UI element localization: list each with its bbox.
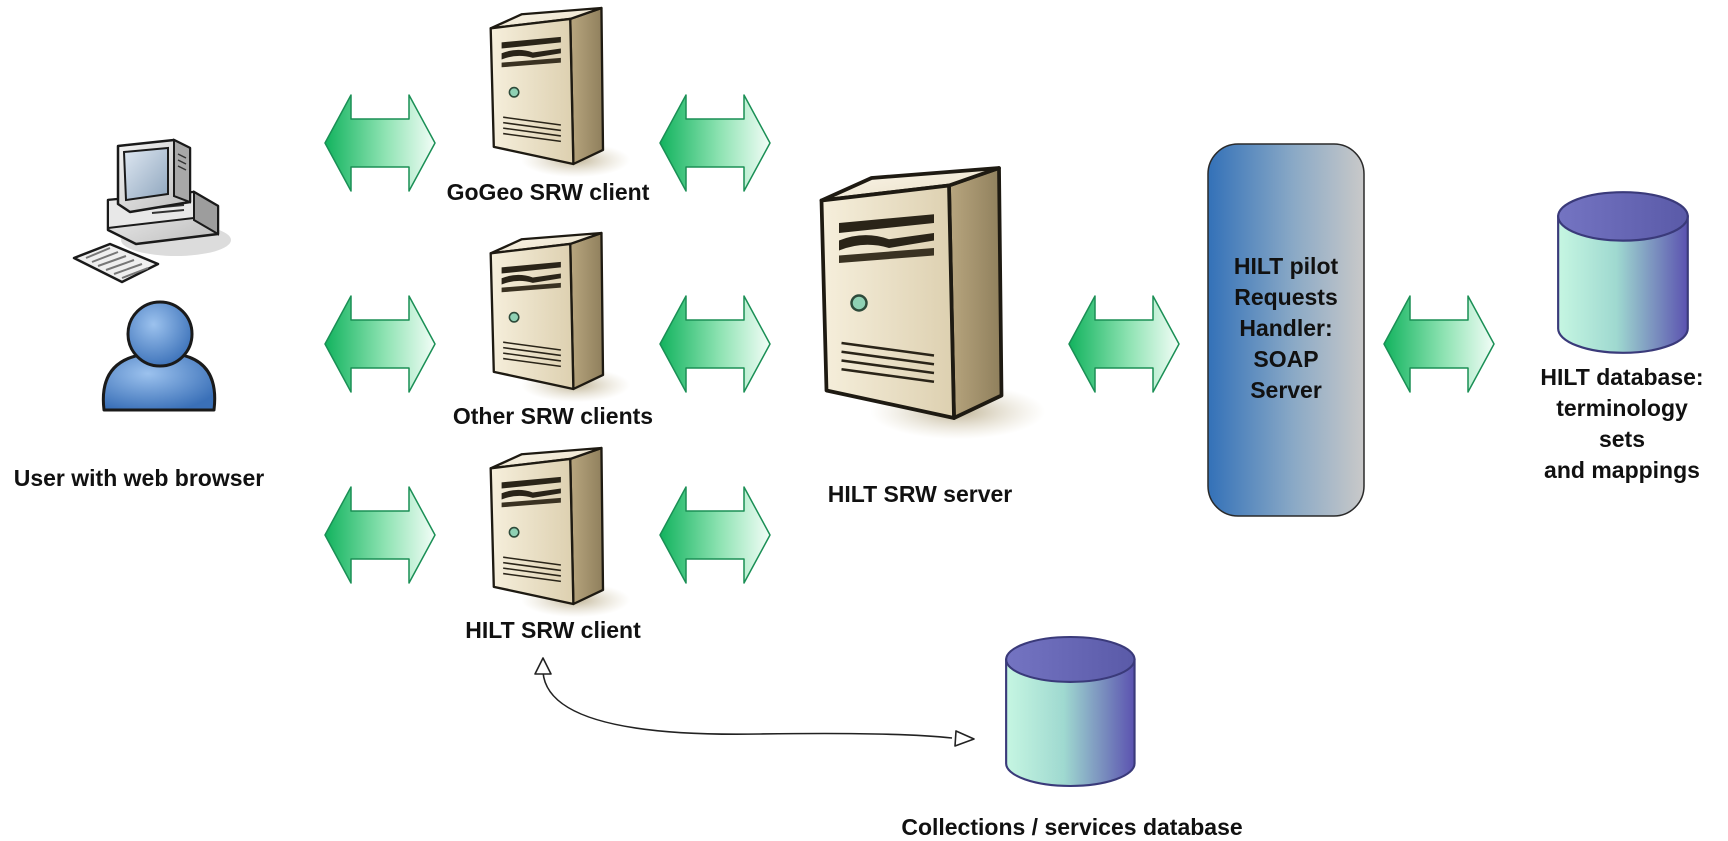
double-headed-arrow-icon	[659, 94, 771, 192]
double-headed-arrow-icon	[659, 295, 771, 393]
handler-label-line-5: Server	[1250, 377, 1322, 403]
hilt-db-label-line-3: sets	[1599, 426, 1645, 452]
collections-db-label: Collections / services database	[901, 814, 1242, 840]
handler-label-line-2: Requests	[1234, 284, 1338, 310]
database-cylinder-icon	[1557, 191, 1689, 354]
gogeo-client-label: GoGeo SRW client	[447, 179, 650, 205]
user-label: User with web browser	[14, 465, 265, 491]
handler-label-line-4: SOAP	[1253, 346, 1318, 372]
handler-label-line-1: HILT pilot	[1234, 253, 1339, 279]
double-headed-arrow-icon	[1383, 295, 1495, 393]
client-db-connector	[534, 657, 975, 747]
other-clients-label: Other SRW clients	[453, 403, 653, 429]
handler-label-line-3: Handler:	[1239, 315, 1332, 341]
hilt-db-label-line-2: terminology	[1556, 395, 1688, 421]
desktop-computer-icon	[72, 138, 231, 284]
double-headed-arrow-icon	[1068, 295, 1180, 393]
double-headed-arrow-icon	[324, 295, 436, 393]
server-tower-icon	[489, 231, 632, 404]
database-cylinder-icon	[1005, 635, 1136, 788]
server-tower-icon	[489, 446, 632, 619]
double-headed-arrow-icon	[324, 486, 436, 584]
user-person-icon	[101, 300, 217, 412]
double-headed-arrow-icon	[324, 94, 436, 192]
hilt-db-label-line-1: HILT database:	[1540, 364, 1703, 390]
hilt-db-label-line-4: and mappings	[1544, 457, 1700, 483]
requests-handler-box: HILT pilot Requests Handler: SOAP Server	[1207, 143, 1365, 517]
server-tower-icon	[489, 6, 632, 179]
hilt-client-label: HILT SRW client	[465, 617, 641, 643]
server-tower-icon	[819, 166, 1048, 442]
hilt-server-label: HILT SRW server	[828, 481, 1013, 507]
double-headed-arrow-icon	[659, 486, 771, 584]
